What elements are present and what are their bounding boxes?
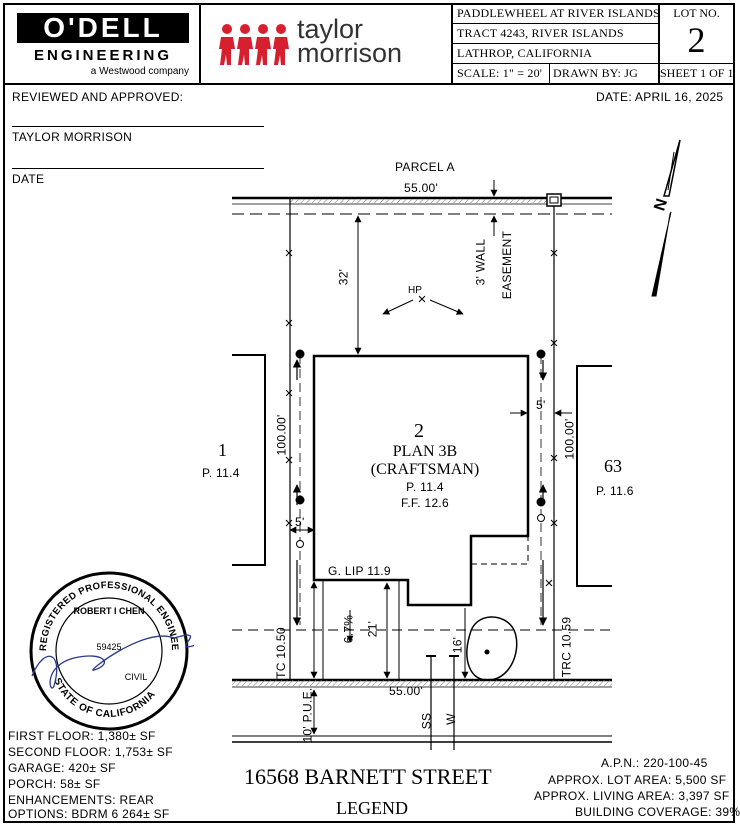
left-side-setback: 5' [295,515,305,529]
finish-floor: F.F. 12.6 [400,496,450,510]
lot-area: APPROX. LOT AREA: 5,500 SF [548,773,727,787]
lot-number-on-plan: 2 [414,420,424,442]
second-floor-area: SECOND FLOOR: 1,753± SF [8,745,173,759]
lot-number: 2 [687,20,706,60]
sheet-border [3,3,735,823]
water-label: W [443,713,458,725]
right-side-setback: 5' [536,398,546,412]
wall-easement: 3' WALL [473,238,488,286]
odell-wordmark: O'DELL [17,13,189,43]
first-floor-area: FIRST FLOOR: 1,380± SF [8,729,156,743]
stamp-discipline: CIVIL [125,672,148,682]
rear-setback: 32' [336,268,351,286]
driveway-length: 21' [365,620,380,638]
wall-easement-2: EASEMENT [500,230,515,300]
north-arrow [651,139,681,297]
rear-lot-width: 55.00' [404,181,439,195]
stamp-number: 59425 [96,642,121,652]
apn: A.P.N.: 220-100-45 [601,756,708,770]
garage-lip: G. LIP 11.9 [328,564,391,578]
lot-label: LOT NO. [673,6,720,20]
westwood-tag: a Westwood company [90,66,189,77]
adjacent-lot-right: 63 [604,456,622,476]
plan-date: DATE: APRIL 16, 2025 [596,90,724,104]
adjacent-lot-right-pad: P. 11.6 [596,484,634,498]
drawn-by: DRAWN BY: JG [553,66,639,80]
adjacent-house-left [232,354,266,566]
reviewed-label: REVIEWED AND APPROVED: [12,90,184,104]
pad-elevation: P. 11.4 [406,480,444,494]
builder-wordmark: taylor morrison [297,14,403,68]
tract-name: TRACT 4243, RIVER ISLANDS [457,26,624,40]
engineer-stamp: REGISTERED PROFESSIONAL ENGINEER STATE O… [24,566,194,731]
utility-easement: 10' P.U.E. [300,687,315,743]
corner-monument [546,193,562,207]
odell-engineering: ENGINEERING [33,47,172,64]
parcel-label: PARCEL A [395,160,455,174]
options: OPTIONS: BDRM 6 264± SF [8,807,170,821]
project-info: PADDLEWHEEL AT RIVER ISLANDS TRACT 4243,… [453,3,660,83]
company-label: TAYLOR MORRISON [12,130,133,144]
right-lot-depth: 100.00' [562,418,577,460]
high-point: HP [408,285,422,296]
front-lot-width: 55.00' [389,684,424,698]
living-area: APPROX. LIVING AREA: 3,397 SF [534,789,730,803]
title-block: O'DELL ENGINEERING a Westwood company ta… [3,3,735,85]
sheet-number: SHEET 1 OF 1 [660,66,734,80]
adjacent-house-right [576,365,612,587]
garage-area: GARAGE: 420± SF [8,761,116,775]
city: LATHROP, CALIFORNIA [457,46,593,60]
front-setback: 16' [450,636,465,654]
people-icon [219,24,289,65]
enhancements: ENHANCEMENTS: REAR [8,793,155,807]
plan-name: PLAN 3B [392,443,458,460]
stamp-name: ROBERT I CHEN [73,606,144,616]
lot-box: LOT NO. 2 SHEET 1 OF 1 [660,3,733,83]
street-address: 16568 BARNETT STREET [244,764,492,789]
top-of-curb-left: TC 10.50 [273,627,288,679]
adjacent-lot-left: 1 [218,440,227,460]
legend-label: LEGEND [336,798,408,818]
fence-marks [285,249,558,587]
plan-style: (CRAFTSMAN) [370,461,480,478]
signature [31,634,194,689]
date-field-label: DATE [12,172,45,186]
porch-area: PORCH: 58± SF [8,777,101,791]
sewer-label: SS [419,712,434,730]
left-lot-depth: 100.00' [274,414,289,456]
scale: SCALE: 1" = 20' [457,66,543,80]
top-of-curb-right: TRC 10.59 [559,616,574,678]
building-coverage: BUILDING COVERAGE: 39% [575,805,740,819]
tree-symbol [466,616,518,681]
project-name: PADDLEWHEEL AT RIVER ISLANDS [457,6,660,20]
driveway-slope: 6.7% [341,614,356,644]
taylor-morrison-logo: taylor morrison [203,3,453,83]
adjacent-lot-left-pad: P. 11.4 [202,466,240,480]
house-footprint [312,354,530,607]
odell-logo: O'DELL ENGINEERING a Westwood company [3,3,201,83]
